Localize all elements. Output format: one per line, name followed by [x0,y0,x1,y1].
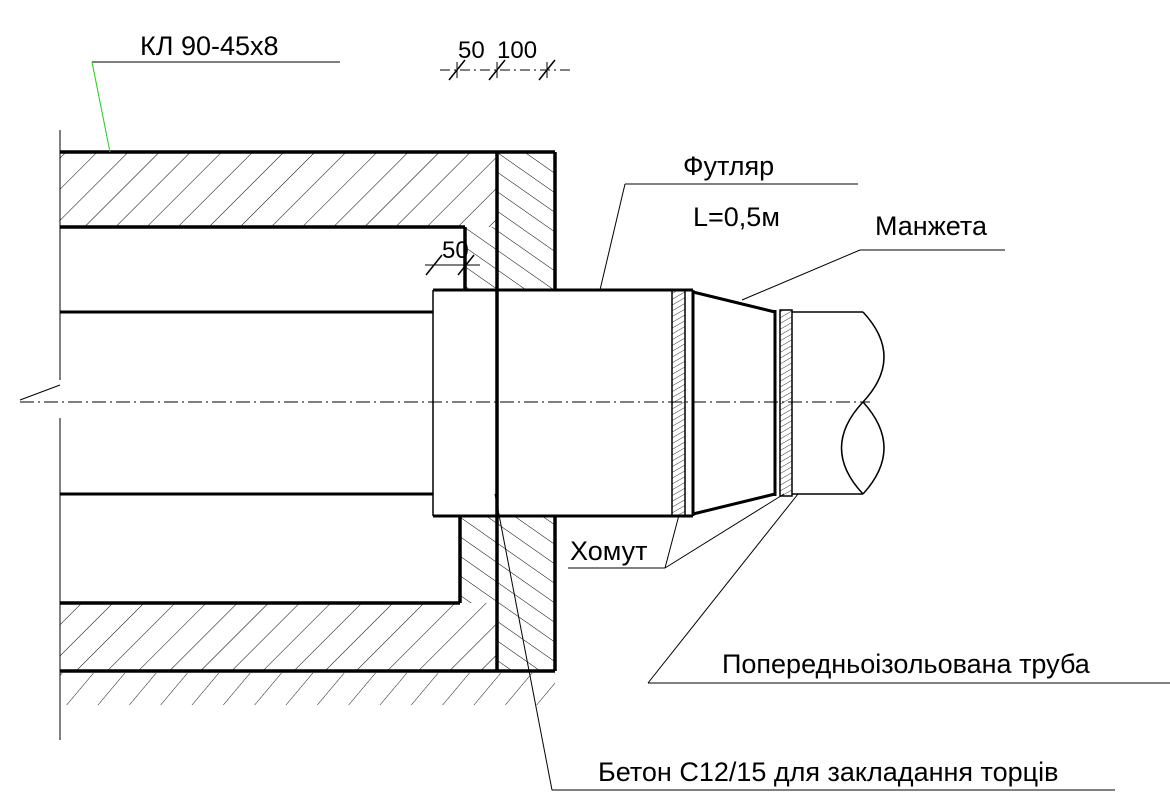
dimension-100-top: 100 [497,37,537,64]
leader-clamp [568,493,785,569]
end-wall [458,152,557,671]
outer-pipe [792,311,885,495]
top-slab [60,150,555,229]
concrete-label: Бетон С12/15 для закладання торців [598,757,1058,787]
dimension-50-top: 50 [458,37,485,64]
bottom-slab [60,601,555,673]
clamp-label: Хомут [570,536,647,566]
dimension-mid [425,254,480,276]
dimension-50-mid: 50 [442,237,469,264]
cuff-label: Манжета [875,211,988,241]
break-line [19,130,61,740]
dimension-top [440,59,570,81]
leader-cuff [741,249,1005,301]
clamp-1 [671,289,686,517]
leader-pipe [647,493,1170,684]
leader-slab [91,61,340,153]
cuff [692,290,777,516]
sleeve-length-label: L=0,5м [693,202,780,232]
pipe-label: Попередньоізольована труба [722,649,1091,679]
slab-label: КЛ 90-45х8 [140,31,279,61]
soil-hatch [60,673,555,705]
sleeve-label: Футляр [683,151,774,181]
leader-sleeve [599,183,858,291]
clamp-2 [779,309,793,497]
inner-pipe [20,310,870,496]
sleeve [432,288,695,518]
leader-concrete [494,493,1115,791]
